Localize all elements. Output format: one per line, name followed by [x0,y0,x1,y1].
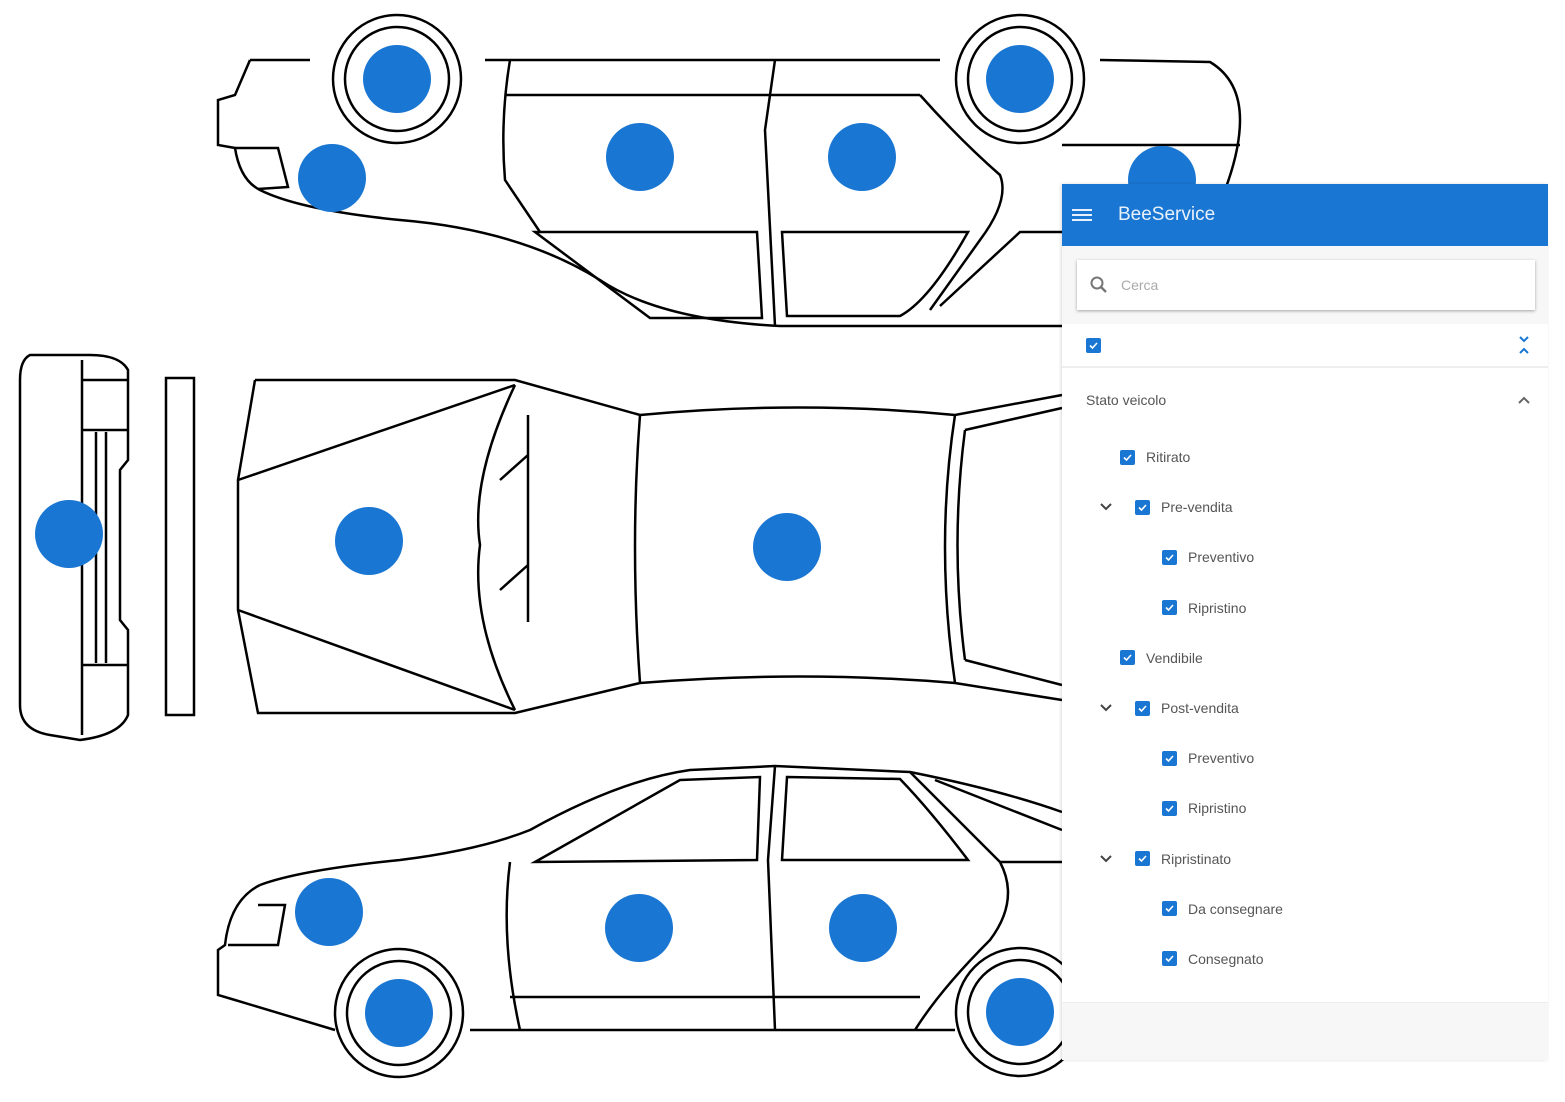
damage-marker-rear-left-wheel[interactable] [986,45,1054,113]
tree-item: Da consegnare [1062,884,1548,934]
chevron-down-icon[interactable] [1100,503,1112,511]
damage-marker-front-left-wheel[interactable] [363,45,431,113]
chevron-down-icon[interactable] [1100,854,1112,863]
damage-marker-front-right-light[interactable] [295,878,363,946]
damage-marker-rear-right-door[interactable] [829,894,897,962]
tree-item: Pre-vendita [1062,482,1548,532]
select-all-checkbox[interactable] [1086,337,1101,353]
app-title: BeeService [1118,204,1216,225]
tree-item: Consegnato [1062,934,1548,984]
tree-item: Vendibile [1062,633,1548,683]
tree-item-checkbox[interactable] [1162,901,1177,917]
section-title: Stato veicolo [1086,392,1167,408]
tree-item-checkbox[interactable] [1135,700,1150,716]
tree-item-checkbox[interactable] [1120,449,1135,465]
tree-item-label: Pre-vendita [1161,499,1233,516]
tree-item-checkbox[interactable] [1162,951,1177,967]
damage-marker-roof[interactable] [753,513,821,581]
damage-marker-front-left-door[interactable] [606,123,674,191]
chevron-up-icon[interactable] [1518,396,1530,404]
tree-item-checkbox[interactable] [1162,549,1177,565]
menu-icon[interactable] [1072,209,1092,221]
tree-item-label: Post-vendita [1161,700,1239,717]
tree-item: Preventivo [1062,532,1548,582]
section-header-stato-veicolo[interactable]: Stato veicolo [1062,368,1548,432]
app-header: BeeService [1062,184,1548,246]
search-icon [1090,276,1107,293]
damage-marker-front-right-wheel[interactable] [365,979,433,1047]
tree-item-label: Consegnato [1188,950,1264,967]
car-right-side-outline [216,764,1063,1032]
tree-item-checkbox[interactable] [1162,800,1177,816]
collapse-all-icon[interactable] [1518,335,1530,355]
filter-panel: BeeService Stato veicolo RitiratoPre-ven… [1062,184,1548,1060]
car-wheel [331,13,463,145]
tree-item-label: Preventivo [1188,549,1255,566]
tree-item: Ritirato [1062,432,1548,482]
tree-item-checkbox[interactable] [1135,499,1150,515]
search-input[interactable] [1119,276,1503,294]
tree-item-label: Ripristinato [1161,850,1232,867]
tree-item-label: Vendibile [1146,649,1203,666]
car-wheel [333,947,465,1079]
tree-item-label: Preventivo [1188,750,1255,767]
car-top-view-outline [236,378,1063,715]
car-left-side-outline [216,58,1242,328]
damage-marker-front-bumper[interactable] [35,500,103,568]
damage-marker-front-right-door[interactable] [605,894,673,962]
damage-marker-front-left-light[interactable] [298,144,366,212]
damage-marker-rear-right-wheel[interactable] [986,978,1054,1046]
tree-item-label: Ritirato [1146,449,1191,466]
tree-item-label: Da consegnare [1188,900,1283,917]
tree-item: Ripristino [1062,783,1548,833]
panel-footer [1062,1002,1548,1060]
tree-item-label: Ripristino [1188,599,1247,616]
tree-item: Preventivo [1062,733,1548,783]
tree-item-checkbox[interactable] [1120,650,1135,666]
tree-item-checkbox[interactable] [1162,750,1177,766]
tree-item: Ripristino [1062,583,1548,633]
damage-marker-rear-left-door[interactable] [828,123,896,191]
search-box [1077,260,1535,310]
tree-item: Post-vendita [1062,683,1548,733]
tree-item-label: Ripristino [1188,800,1247,817]
tree-item-checkbox[interactable] [1162,600,1177,616]
chevron-down-icon[interactable] [1100,704,1112,712]
tree-item: Ripristinato [1062,834,1548,884]
car-wheel [954,13,1086,145]
tree-item-checkbox[interactable] [1135,851,1150,867]
damage-marker-hood[interactable] [335,507,403,575]
